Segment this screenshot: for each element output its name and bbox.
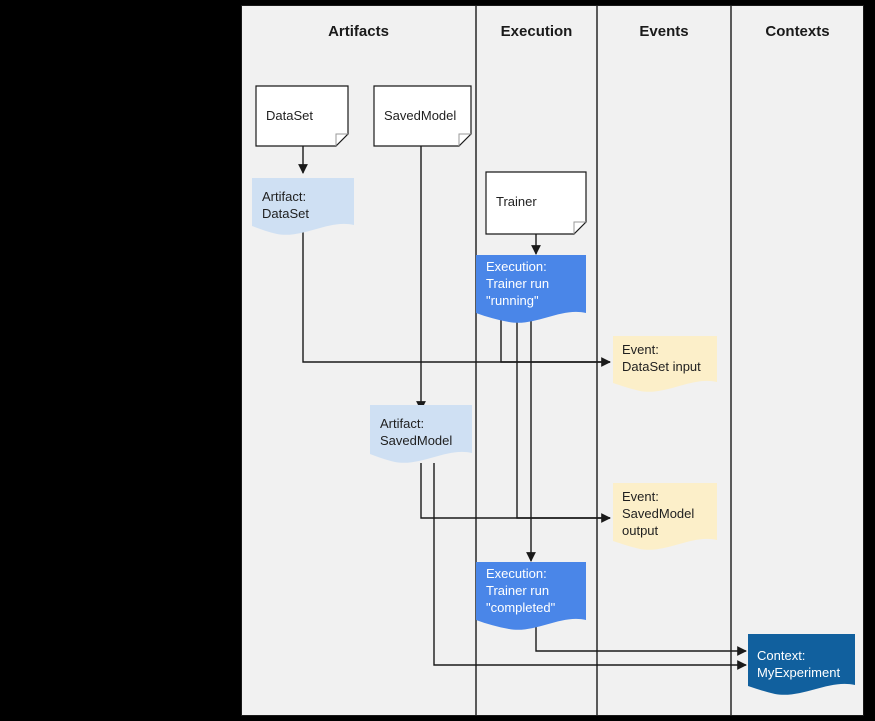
event-savedmodel-output-node[interactable] <box>613 483 717 550</box>
artifact-dataset-node[interactable] <box>252 178 354 235</box>
edge-execution-running-to-event-dataset-input <box>500 315 610 363</box>
column-header-execution: Execution <box>500 23 573 40</box>
context-myexperiment-node[interactable] <box>748 634 855 695</box>
column-header-events: Events <box>639 23 689 40</box>
column-header-contexts: Contexts <box>765 23 830 40</box>
execution-trainer-completed-node[interactable] <box>476 562 586 630</box>
savedmodel-type-node[interactable] <box>373 85 472 147</box>
artifact-savedmodel-node[interactable] <box>370 405 472 463</box>
edge-artifact-savedmodel-to-context <box>433 463 747 670</box>
diagram-graphics <box>241 5 864 716</box>
trainer-type-node[interactable] <box>485 171 587 235</box>
event-dataset-input-node[interactable] <box>613 336 717 392</box>
dataset-type-node[interactable] <box>255 85 349 147</box>
edge-execution-running-to-event-savedmodel-output <box>516 315 610 519</box>
edge-execution-completed-to-context <box>535 625 747 656</box>
trainer-fold-icon <box>573 221 586 234</box>
execution-trainer-running-node[interactable] <box>476 255 586 323</box>
savedmodel-fold-icon <box>458 133 471 146</box>
ml-metadata-diagram: Artifacts Execution Events Contexts Data… <box>241 5 864 716</box>
column-header-artifacts: Artifacts <box>328 23 389 40</box>
dataset-fold-icon <box>335 133 348 146</box>
